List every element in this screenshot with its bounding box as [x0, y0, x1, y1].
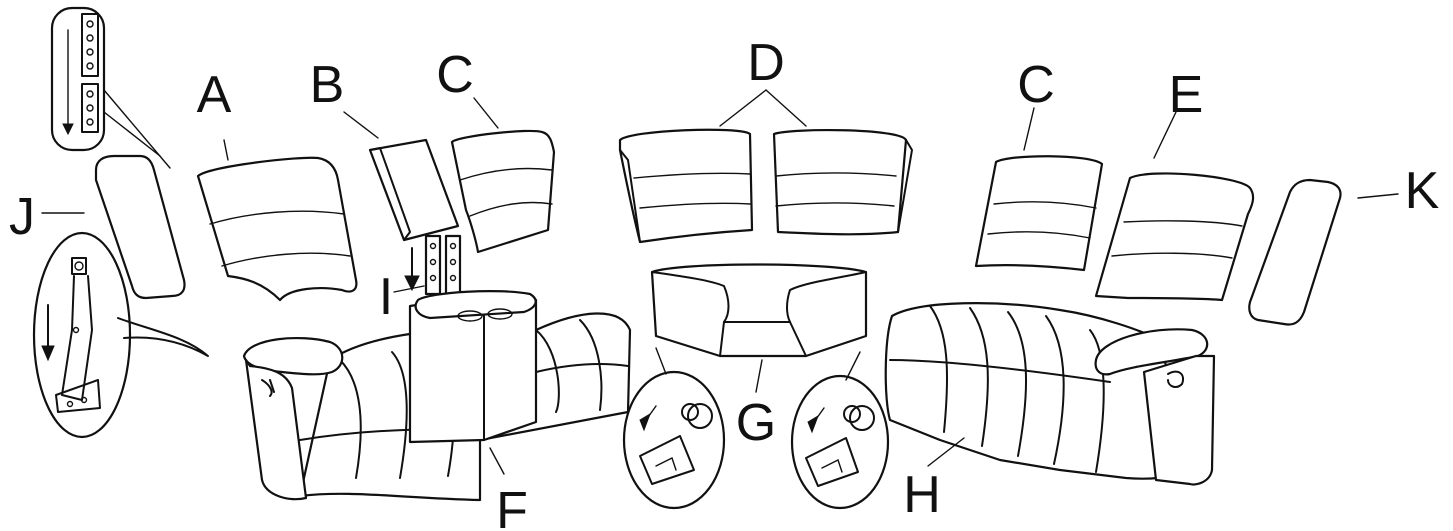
part-h-sofa-right [884, 302, 1216, 486]
label-b: B [310, 56, 345, 114]
detail-bracket-inset-left [32, 231, 209, 439]
label-j: J [9, 188, 35, 246]
label-c-right: C [1017, 56, 1055, 114]
label-c-left: C [436, 46, 474, 104]
label-a: A [197, 66, 232, 124]
label-k: K [1405, 162, 1440, 220]
label-f: F [496, 482, 528, 531]
label-e: E [1169, 66, 1204, 124]
part-c-backrest-right [974, 107, 1104, 272]
label-g: G [736, 394, 776, 452]
detail-bracket-inset-top [50, 6, 171, 169]
detail-connector-inset-right [790, 351, 890, 510]
part-b-console-back [343, 111, 460, 242]
part-k-side-panel [1248, 178, 1399, 326]
part-d-backrest-right [719, 89, 913, 236]
label-d: D [747, 34, 785, 92]
part-e-backrest [1094, 111, 1255, 302]
console-brackets [393, 234, 462, 296]
part-g-corner-seat [650, 263, 868, 393]
part-d-backrest-left [618, 128, 754, 244]
label-h: H [903, 466, 941, 524]
part-j-side-panel [41, 154, 186, 300]
detail-connector-inset-left [622, 347, 726, 510]
part-c-backrest-left [450, 97, 556, 254]
part-f-sofa-with-console [242, 290, 632, 502]
label-i: I [379, 268, 393, 326]
part-a-backrest [196, 139, 358, 302]
